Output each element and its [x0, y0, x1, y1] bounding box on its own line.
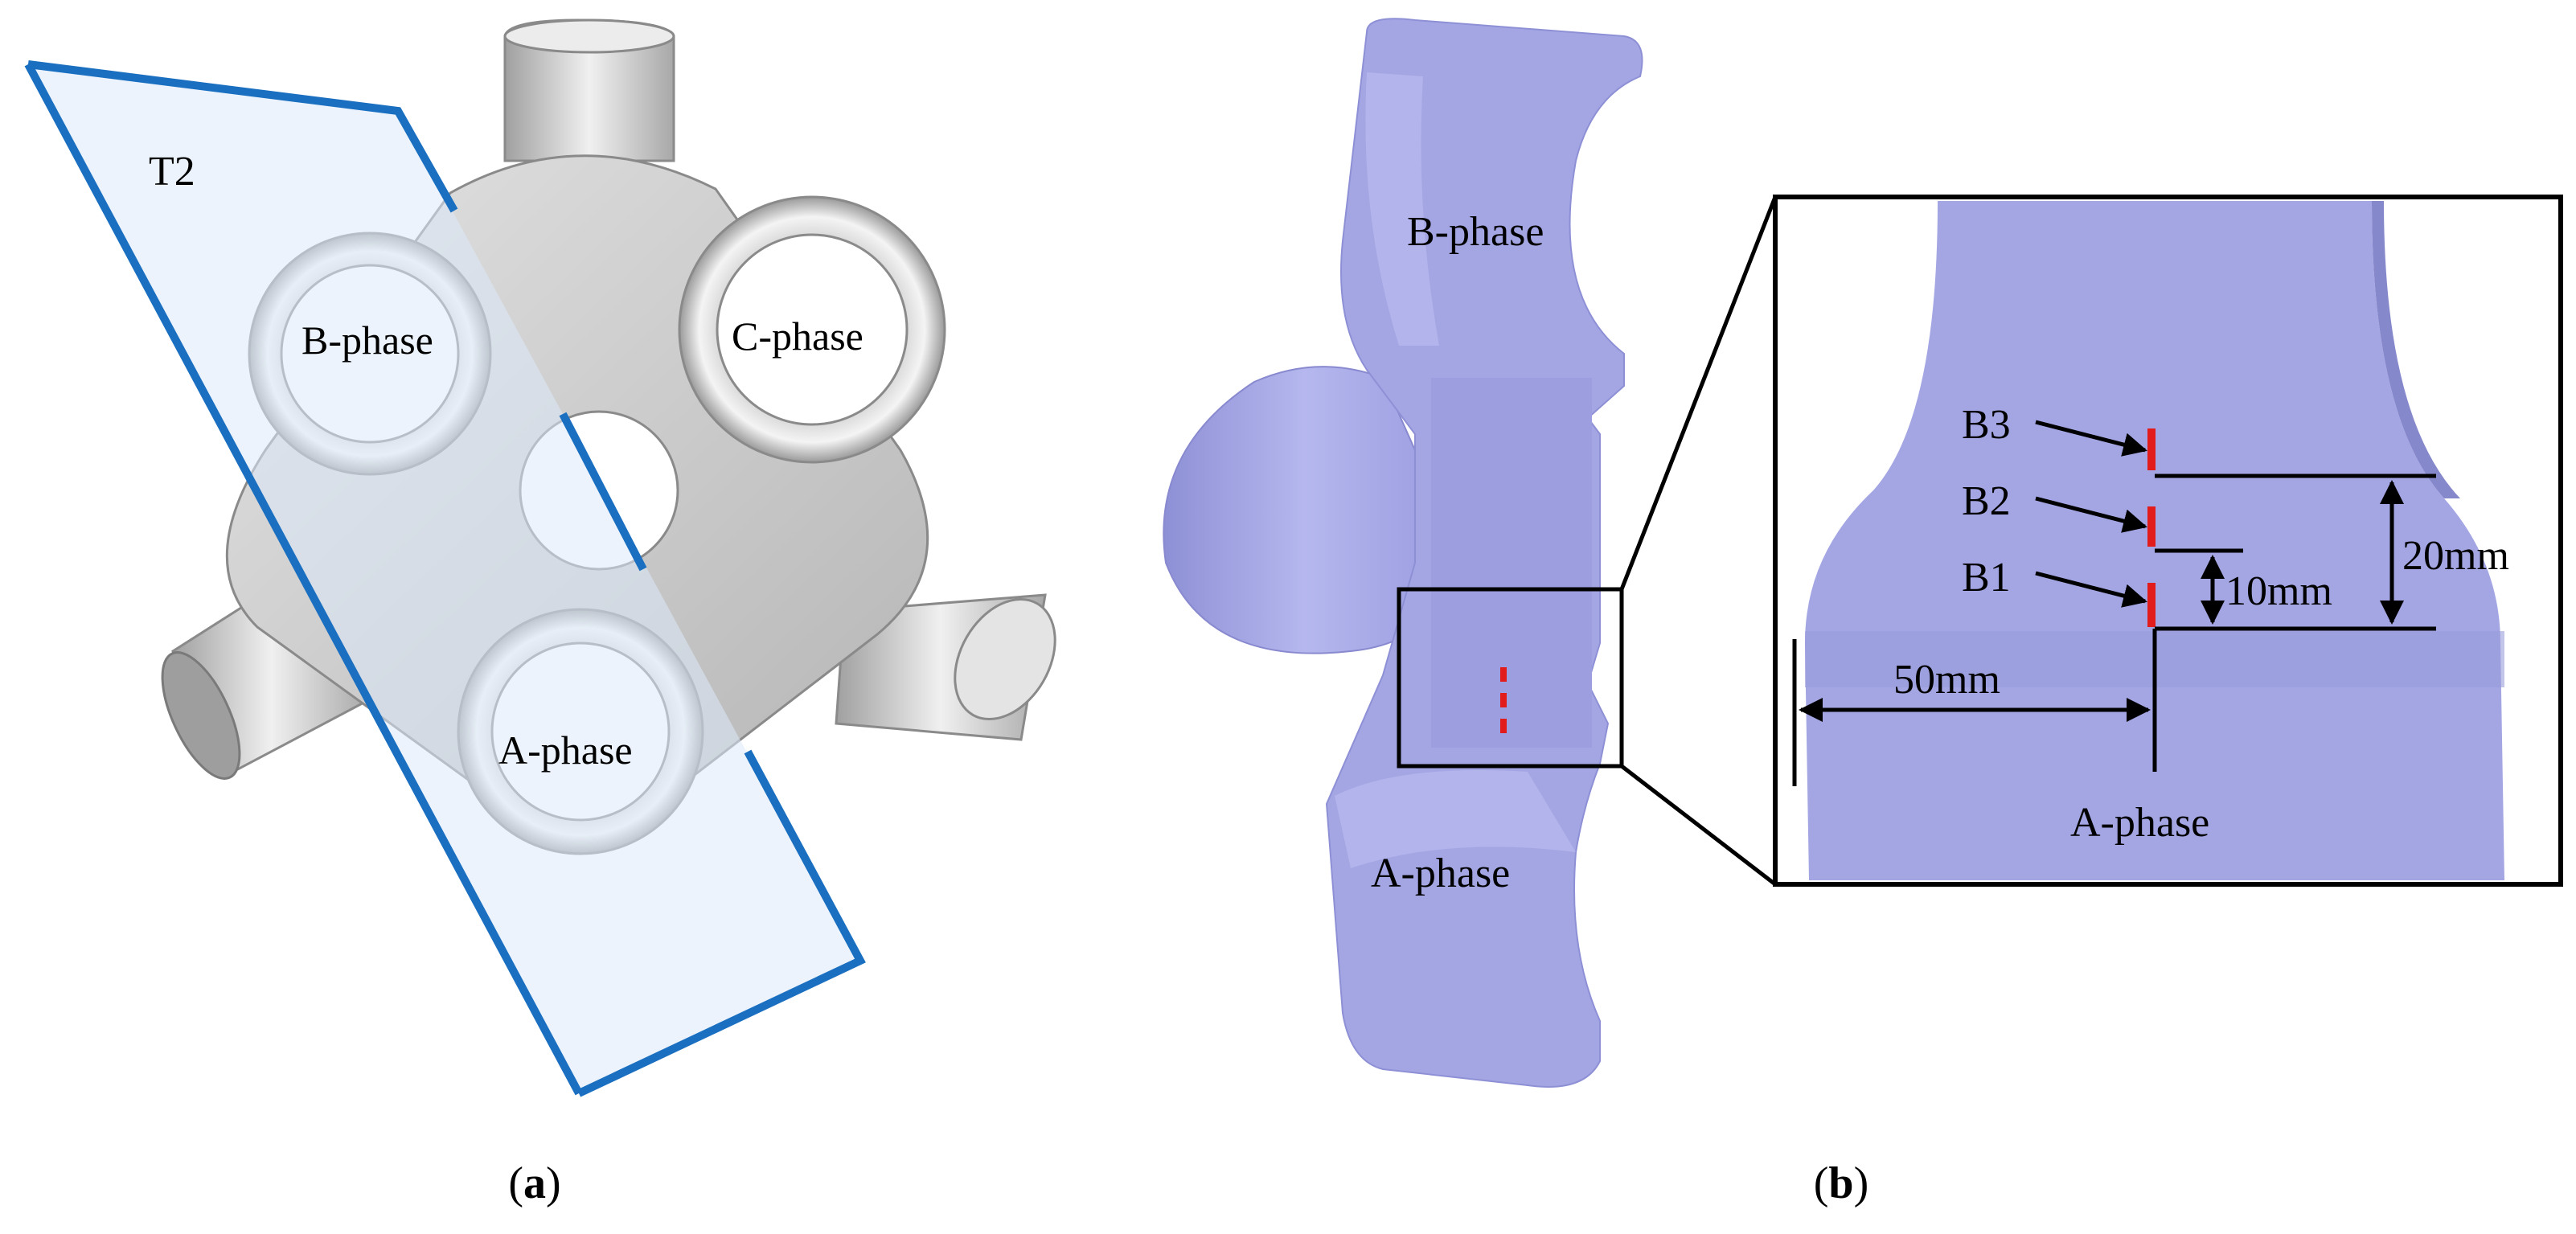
caption-a: (a) — [508, 1158, 560, 1208]
left-tube-end — [161, 651, 241, 780]
top-tube-end — [503, 18, 675, 54]
label-b3: B3 — [1962, 402, 2011, 448]
inset-right-shadow — [2372, 201, 2460, 498]
connector-top — [1619, 196, 1778, 590]
zoom-inset: B3 B2 B1 20mm 10mm 50mm A-phase — [1773, 195, 2563, 887]
label-50mm: 50mm — [1893, 657, 2000, 703]
zoom-source-box — [1397, 587, 1624, 769]
cut-plane-edge-bottom — [576, 749, 866, 1097]
label-b1: B1 — [1962, 555, 2011, 601]
side-tube — [1163, 366, 1449, 654]
inset-frame — [1773, 195, 2563, 887]
arrow-b2 — [2035, 496, 2147, 533]
cut-plane-edge-mid — [559, 412, 647, 572]
label-b-phase-b: B-phase — [1407, 209, 1544, 255]
cut-plane-edge-left — [24, 62, 583, 1096]
cut-plane-edge-top — [27, 60, 458, 213]
label-t2: T2 — [149, 149, 195, 195]
label-a-phase-a: A-phase — [498, 728, 633, 773]
arrow-b1 — [2035, 571, 2147, 608]
arrow-b3 — [2035, 420, 2147, 457]
panel-a: T2 B-phase C-phase A-phase (a) — [24, 18, 1056, 1208]
label-10mm: 10mm — [2225, 568, 2332, 614]
section-highlight-top — [1365, 72, 1439, 346]
label-a-phase-inset: A-phase — [2070, 800, 2209, 846]
connector-bottom — [1620, 765, 1777, 886]
label-b-phase-a: B-phase — [301, 318, 433, 363]
section-web — [1431, 378, 1592, 748]
section-highlight-bottom — [1335, 770, 1576, 868]
label-a-phase-b: A-phase — [1371, 851, 1510, 896]
right-tube-end — [954, 597, 1056, 721]
label-20mm: 20mm — [2402, 533, 2509, 579]
hole-c-phase — [716, 233, 909, 426]
cut-plane-t2 — [28, 64, 860, 1093]
label-b2: B2 — [1962, 478, 2011, 524]
caption-b: (b) — [1814, 1158, 1868, 1208]
label-c-phase-a: C-phase — [732, 314, 863, 359]
panel-b: B-phase A-phase B3 B2 B1 — [1163, 18, 2563, 1208]
